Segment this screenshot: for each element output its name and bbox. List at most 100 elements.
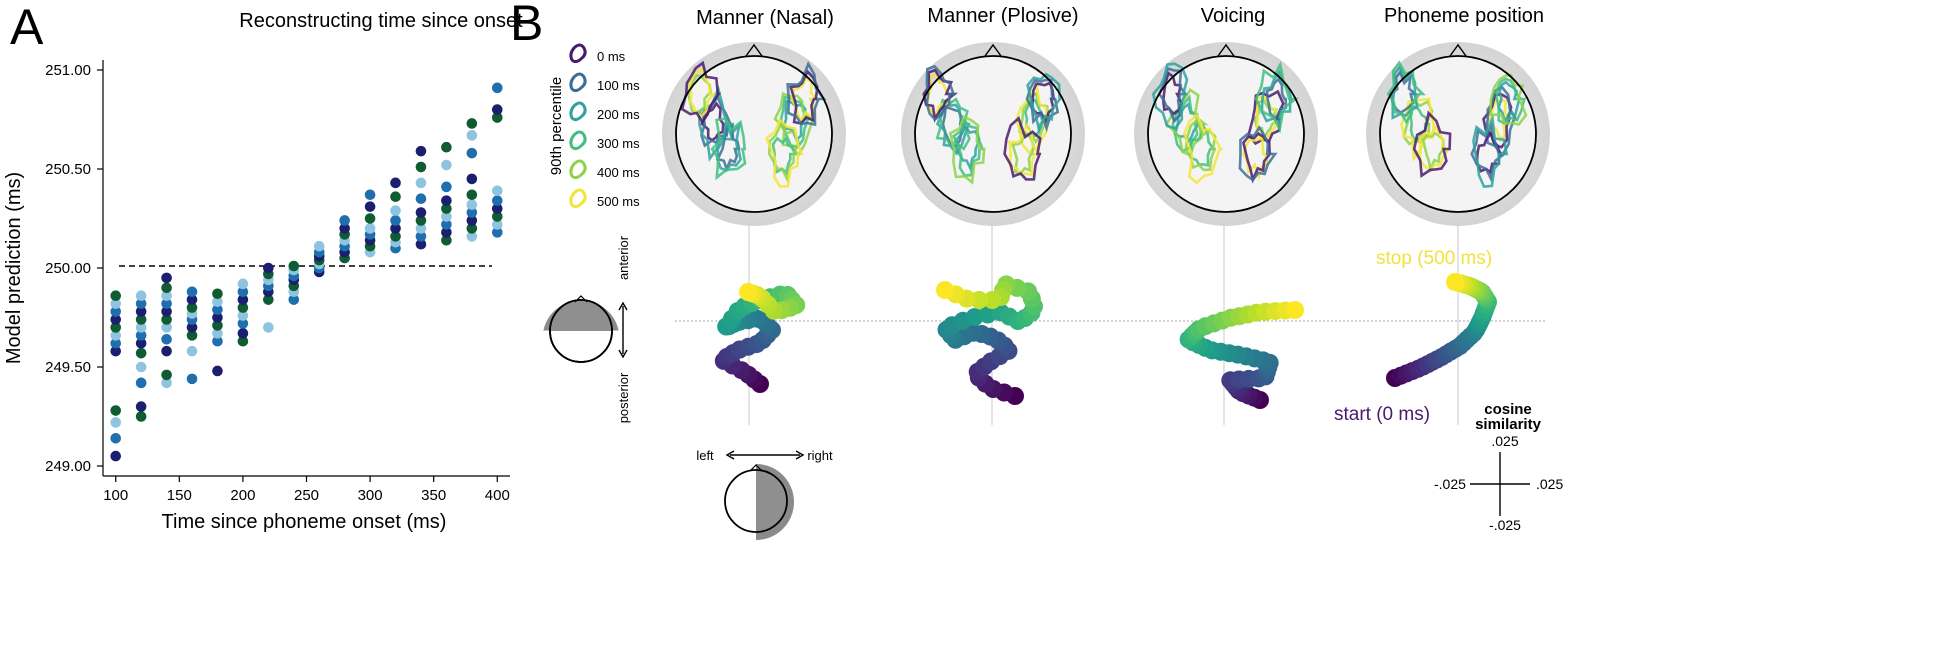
lr-arrow: [725, 450, 805, 460]
column-title-position: Phoneme position: [1384, 5, 1544, 27]
contour: [710, 117, 747, 181]
scatter-point: [110, 432, 122, 444]
legend-label: 100 ms: [597, 78, 640, 93]
head-outline: [914, 55, 1072, 213]
legend-label: 0 ms: [597, 49, 626, 64]
scatter-point: [135, 411, 147, 422]
scatter-point: [390, 223, 401, 234]
scatter-point: [212, 312, 223, 323]
legend-swatch: [569, 101, 587, 122]
stop-label: stop (500 ms): [1376, 248, 1492, 269]
y-tick-label: 250.50: [45, 161, 91, 178]
scatter-point: [186, 373, 198, 385]
head-outline: [675, 55, 833, 213]
legend-title: 90th percentile: [548, 77, 565, 175]
head-nose: [984, 43, 1002, 57]
scatter-point: [466, 223, 478, 234]
trajectory-dot: [1446, 273, 1464, 291]
scatter-point: [390, 191, 401, 203]
scatter-point: [212, 296, 223, 307]
scatter-point: [135, 314, 147, 325]
scatter-point: [491, 195, 503, 206]
scatter-point: [135, 306, 147, 317]
ap-nose: [574, 295, 588, 303]
contour: [1418, 125, 1452, 173]
y-tick-label: 249.50: [45, 359, 91, 376]
contour: [1386, 60, 1426, 125]
head-outline: [1147, 55, 1305, 213]
scatter-point: [161, 282, 172, 294]
contour: [1265, 76, 1288, 119]
scale-cross: [1470, 452, 1530, 516]
head-maps: [662, 42, 1550, 226]
scatter-points: [110, 82, 503, 462]
scatter-point: [263, 322, 274, 333]
scatter-point: [466, 189, 478, 201]
legend-swatch: [569, 72, 587, 93]
ap-arrow: [618, 301, 628, 359]
scatter-point: [415, 215, 427, 226]
trajectory-dot: [739, 283, 757, 301]
scatter-point: [110, 417, 122, 428]
scatter-point: [415, 177, 427, 189]
scatter-point: [441, 211, 452, 222]
scatter-point: [491, 112, 503, 123]
scale-right-label: .025: [1536, 476, 1563, 492]
trajectory: [1179, 301, 1304, 409]
scatter-point: [441, 181, 452, 193]
scale-left-label: -.025: [1434, 476, 1466, 492]
scatter-point: [466, 130, 478, 141]
start-label: start (0 ms): [1334, 404, 1430, 425]
scatter-point: [491, 185, 503, 197]
legend-swatch: [569, 43, 587, 64]
scatter-point: [135, 290, 147, 302]
contour: [1003, 116, 1042, 181]
head-nose: [1449, 43, 1467, 57]
scatter-point: [161, 314, 172, 325]
scatter-point: [186, 286, 198, 298]
scale-bottom-label: -.025: [1489, 517, 1521, 533]
scatter-point: [237, 318, 249, 329]
scatter-point: [135, 377, 147, 389]
trajectory: [714, 283, 806, 393]
contour: [680, 60, 722, 125]
panel-a-title: Reconstructing time since onset: [239, 10, 523, 32]
posterior-label: posterior: [616, 372, 631, 423]
x-tick-label: 200: [230, 487, 255, 504]
scatter-point: [110, 314, 122, 325]
scatter-point: [110, 290, 122, 302]
scatter-point: [491, 219, 503, 230]
scatter-point: [390, 231, 401, 242]
scatter-point: [161, 369, 172, 381]
cosine-label: cosine: [1484, 401, 1532, 418]
trajectory: [1386, 273, 1497, 387]
contour: [1008, 122, 1042, 177]
anterior-label: anterior: [616, 235, 631, 280]
scatter-point: [491, 104, 503, 115]
contour: [925, 72, 951, 120]
scale-top-label: .025: [1491, 433, 1518, 449]
contour: [1254, 61, 1300, 134]
x-tick-label: 100: [103, 487, 128, 504]
lr-head-icon: [724, 464, 794, 540]
scatter-point: [110, 322, 122, 333]
scatter-point: [186, 302, 198, 313]
scatter-point: [186, 322, 198, 333]
scatter-point: [288, 294, 300, 305]
legend-swatch: [569, 188, 587, 209]
trajectory: [936, 275, 1043, 405]
scatter-point: [212, 335, 223, 347]
contour: [1151, 62, 1189, 130]
contour: [1238, 125, 1278, 182]
scatter-point: [415, 231, 427, 242]
scatter-point: [161, 272, 172, 284]
scatter-point: [466, 118, 478, 129]
scatter-point: [161, 290, 172, 302]
trajectory-dot: [936, 281, 954, 299]
scatter-point: [441, 227, 452, 238]
scatter-point: [288, 260, 300, 272]
scatter-point: [212, 328, 223, 339]
scatter-point: [135, 322, 147, 333]
